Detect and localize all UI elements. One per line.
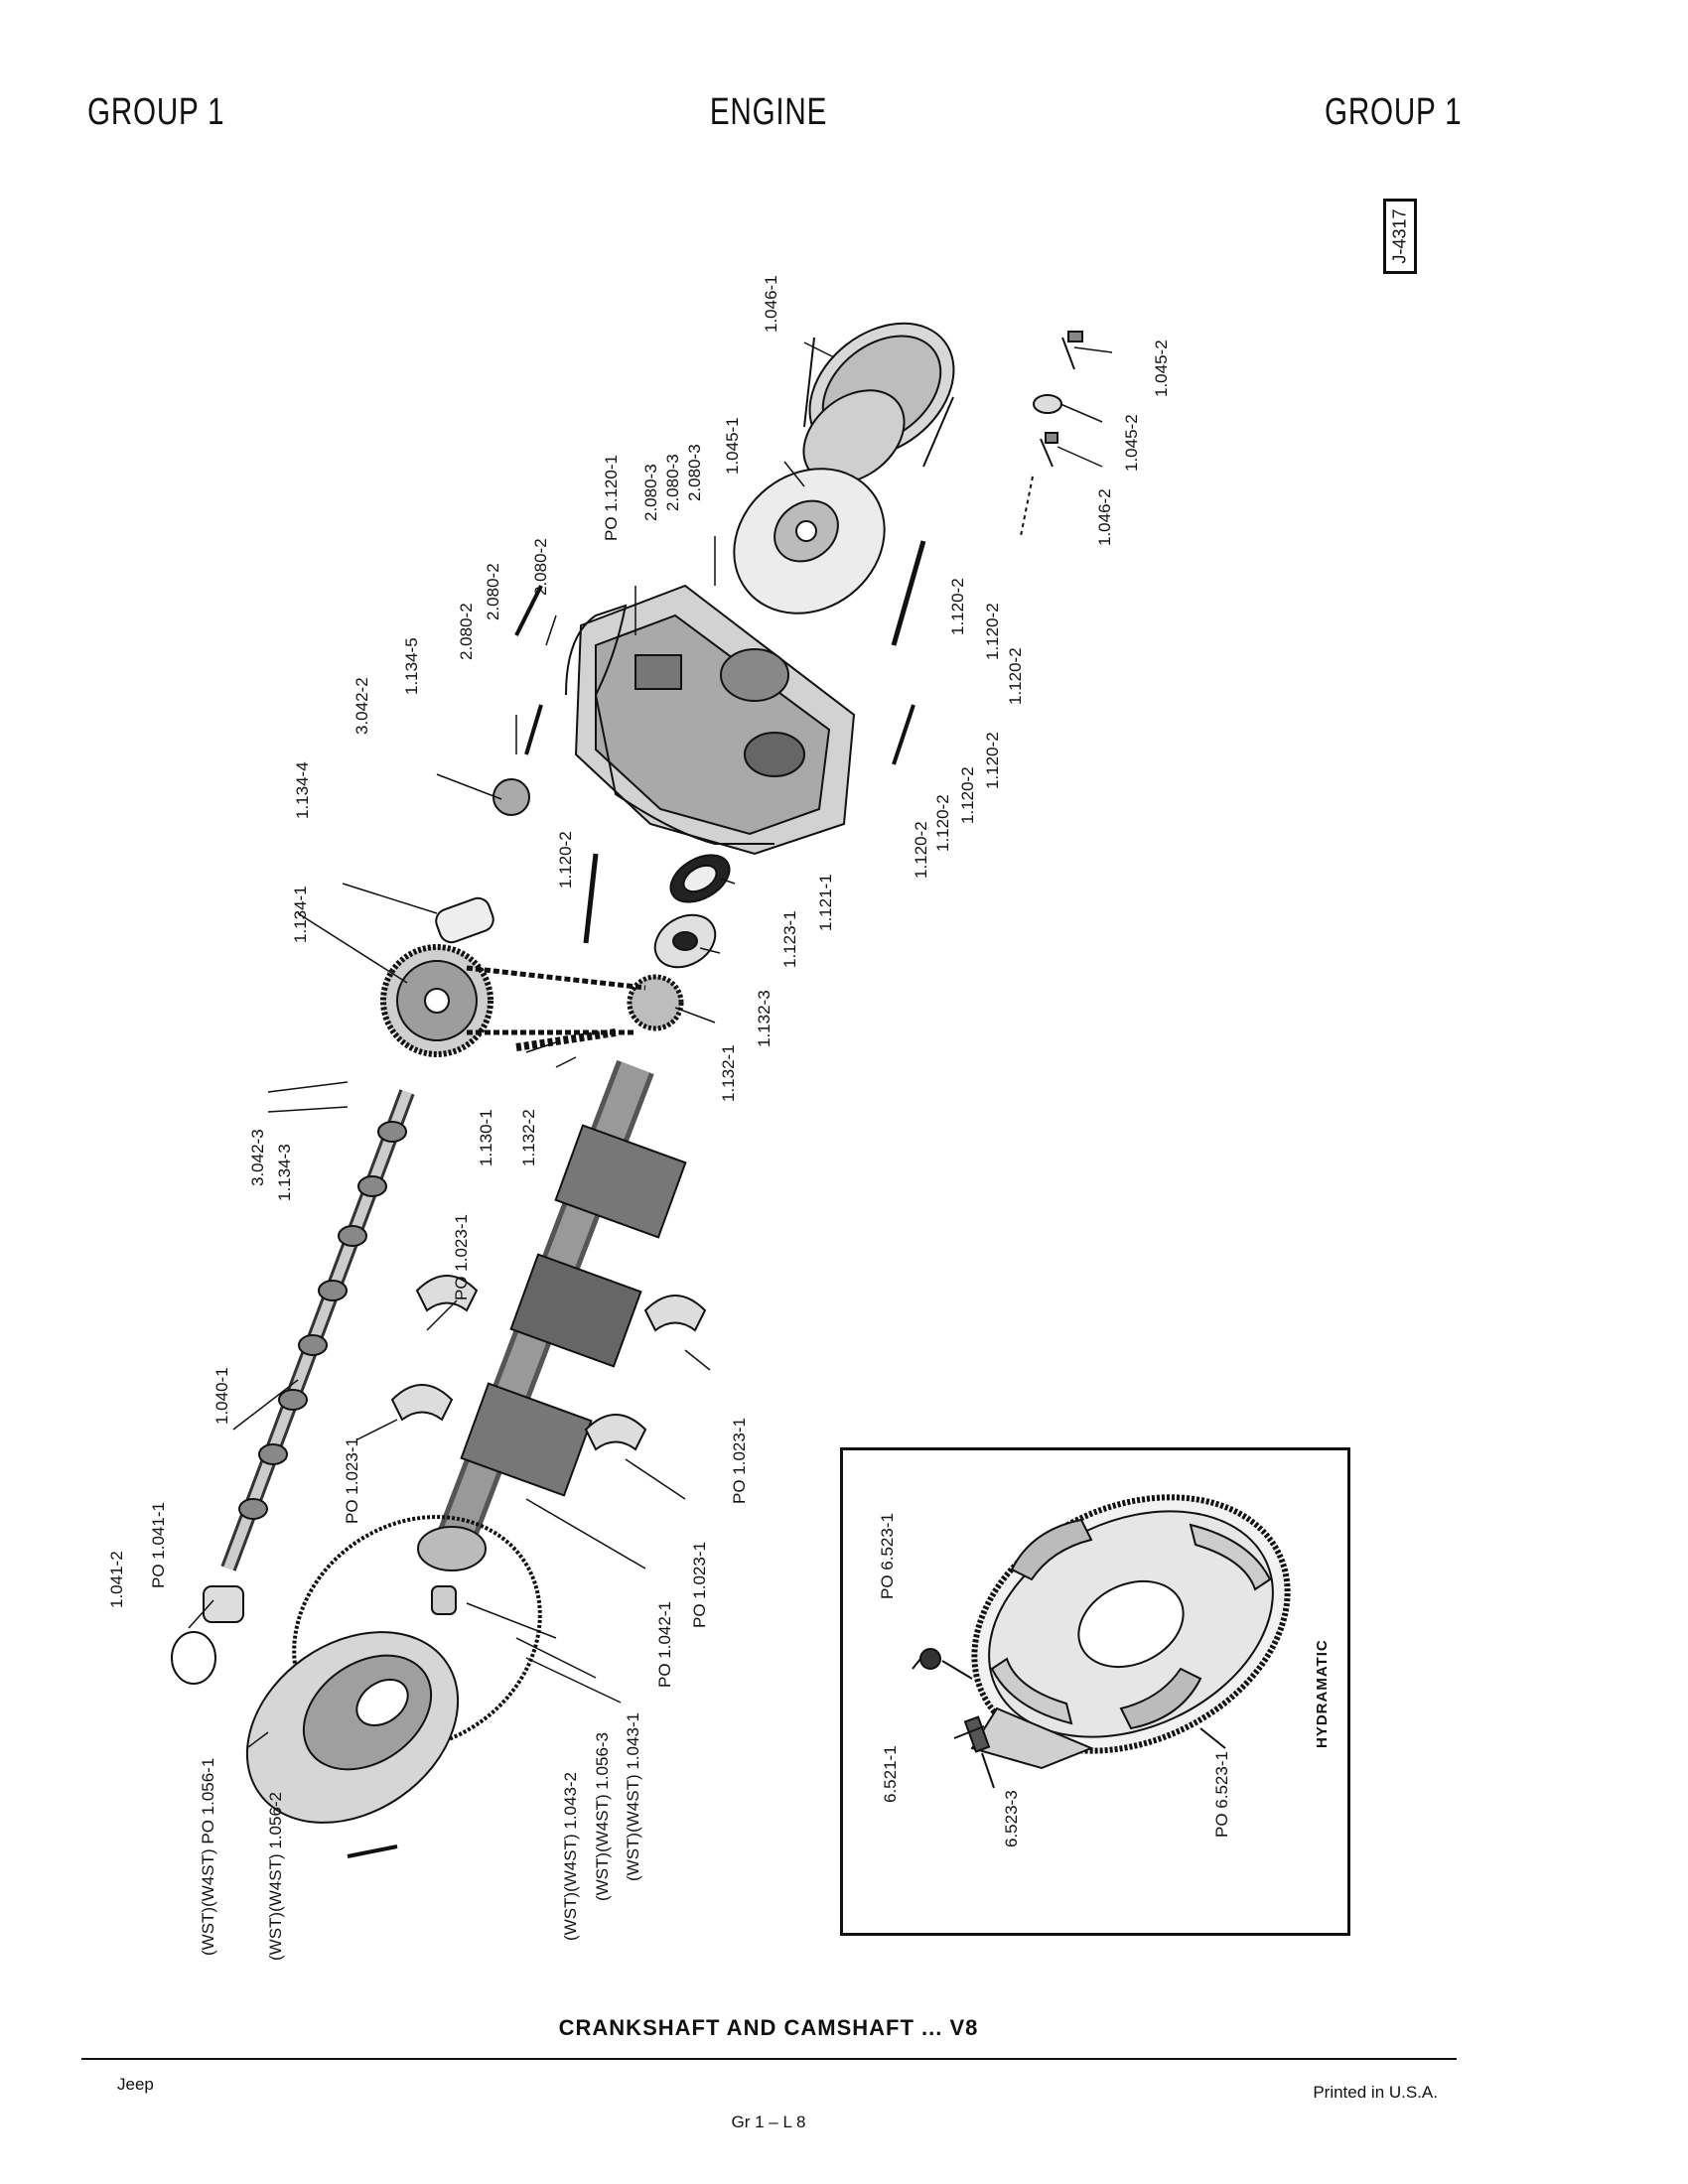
fuel-pump-eccentric-drawing (492, 778, 530, 816)
part-label: 3.042-3 (248, 1129, 267, 1186)
part-label: (WST)(W4ST) PO 1.056-1 (199, 1757, 217, 1956)
part-label: 1.130-1 (477, 1109, 495, 1166)
header-group-right: GROUP 1 (1324, 91, 1462, 133)
flywheel-drawing (245, 1631, 460, 1824)
part-label: (WST)(W4ST) 1.056-3 (593, 1731, 612, 1901)
part-label: 1.045-1 (723, 417, 742, 475)
crankshaft-sprocket-drawing (627, 974, 684, 1031)
flex-plate-drawing (912, 1494, 1291, 1789)
part-label: 1.045-2 (1152, 340, 1171, 397)
part-label: 1.041-2 (107, 1551, 126, 1608)
header-section-title: ENGINE (709, 91, 828, 133)
footer-page-number: Gr 1 – L 8 (731, 2113, 806, 2131)
part-label: 1.120-2 (958, 766, 977, 824)
footer-divider (81, 2058, 1457, 2060)
part-label: 2.080-3 (663, 454, 682, 511)
timing-cover-drawing (574, 584, 856, 856)
part-label: 2.080-2 (457, 603, 476, 660)
part-label: 1.046-2 (1095, 488, 1114, 546)
camshaft-washer-drawing (435, 896, 494, 944)
inset-part-label: PO 6.523-1 (878, 1513, 897, 1599)
footer-printed: Printed in U.S.A. (1313, 2083, 1438, 2102)
part-label: PO 1.023-1 (690, 1542, 709, 1628)
pilot-bushing-drawing (431, 1585, 457, 1615)
camshaft-drawing (220, 1089, 415, 1571)
inset-part-label: 6.523-3 (1002, 1790, 1021, 1847)
part-label: 1.134-1 (291, 886, 310, 943)
inset-part-label: PO 6.523-1 (1212, 1751, 1231, 1838)
footer-brand: Jeep (117, 2075, 154, 2094)
part-label: 1.120-2 (933, 794, 952, 852)
part-label: 1.120-2 (1006, 647, 1025, 705)
part-label: 1.132-2 (519, 1109, 538, 1166)
inset-part-label: 6.521-1 (881, 1745, 900, 1803)
part-label: PO 1.023-1 (730, 1418, 749, 1504)
part-label: 1.120-2 (912, 821, 930, 879)
part-label: (WST)(W4ST) 1.043-2 (561, 1771, 580, 1941)
expansion-plug-drawing (171, 1631, 216, 1685)
part-label: PO 1.041-1 (149, 1502, 168, 1588)
part-label: 1.120-2 (948, 578, 967, 635)
part-label: (WST)(W4ST) 1.043-1 (624, 1711, 642, 1881)
part-label: 1.134-3 (275, 1144, 294, 1201)
part-label: 1.121-1 (816, 874, 835, 931)
part-label: 1.120-2 (983, 732, 1002, 789)
part-label: PO 1.042-1 (655, 1601, 674, 1688)
vibration-damper-drawing (733, 468, 886, 614)
part-label: 2.080-3 (641, 464, 660, 521)
pulley-bolt-drawing (1020, 331, 1083, 537)
part-label: 1.132-3 (755, 990, 774, 1047)
figure-caption: CRANKSHAFT AND CAMSHAFT ... V8 (558, 2015, 979, 2040)
header-group-left: GROUP 1 (87, 91, 225, 133)
crankshaft-drawing (417, 1059, 687, 1571)
part-label: 2.080-2 (484, 563, 502, 620)
flywheel-bolt-drawing (347, 1844, 398, 1858)
part-label: 1.120-2 (983, 603, 1002, 660)
part-label: 1.134-5 (402, 637, 421, 695)
part-label: 1.134-4 (293, 761, 312, 819)
part-label: PO 1.023-1 (343, 1437, 361, 1524)
camshaft-bearing-drawing (203, 1585, 244, 1623)
timing-cover-gasket-drawing (565, 604, 774, 845)
part-label: 1.046-1 (762, 275, 780, 333)
part-label: 1.132-1 (719, 1044, 738, 1102)
crankshaft-pulley-drawing (802, 322, 955, 484)
part-label: 1.120-2 (556, 831, 575, 888)
part-label: 2.080-2 (531, 538, 550, 596)
main-bearing-drawing (415, 1275, 479, 1312)
part-label: 1.123-1 (780, 910, 799, 968)
timing-chain-drawing (466, 965, 646, 1035)
part-label: 3.042-2 (352, 677, 371, 735)
camshaft-sprocket-drawing (380, 944, 493, 1057)
part-label: PO 1.023-1 (452, 1214, 471, 1300)
inset-title: HYDRAMATIC (1314, 1639, 1331, 1748)
part-label: (WST)(W4ST) 1.056-2 (266, 1791, 285, 1961)
hydramatic-inset: PO 6.523-1 6.521-1 6.523-3 PO 6.523-1 HY… (840, 1447, 1350, 1936)
figure-number-box: J-4317 (1383, 199, 1417, 274)
part-label: 1.040-1 (212, 1367, 231, 1425)
part-label: 1.045-2 (1122, 414, 1141, 472)
part-label: 2.080-3 (685, 444, 704, 501)
part-label: PO 1.120-1 (602, 455, 621, 541)
